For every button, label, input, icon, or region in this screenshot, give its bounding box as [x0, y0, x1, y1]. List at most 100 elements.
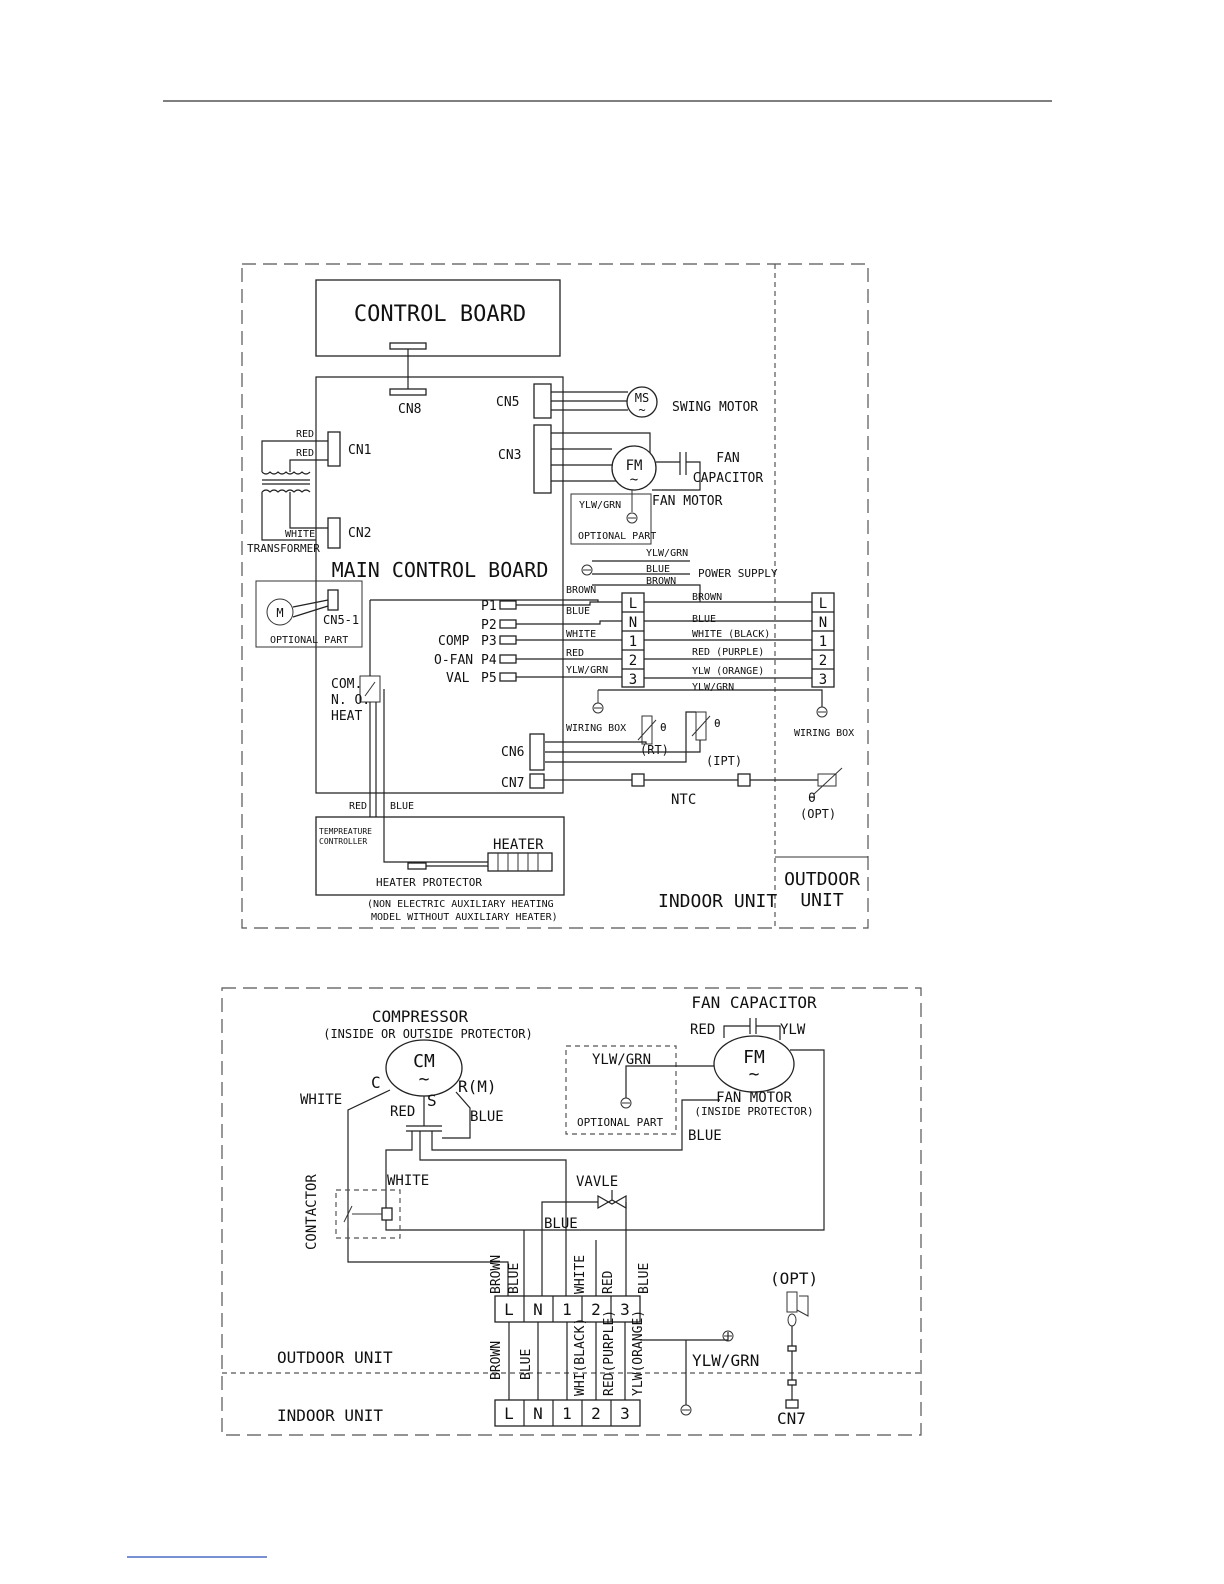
svg-text:YLW: YLW — [780, 1022, 806, 1038]
cn5-1-label: CN5-1 — [323, 613, 359, 627]
outdoor-unit-label: OUTDOOR UNIT — [277, 1348, 393, 1367]
svg-text:P3: P3 — [481, 634, 497, 649]
svg-text:OPTIONAL PART: OPTIONAL PART — [578, 531, 656, 542]
cn5-label: CN5 — [496, 395, 519, 410]
svg-text:1: 1 — [562, 1404, 572, 1423]
transformer-label: TRANSFORMER — [247, 542, 320, 555]
contactor-box — [335, 1189, 401, 1239]
svg-text:2: 2 — [629, 653, 637, 669]
svg-text:L: L — [504, 1300, 514, 1319]
svg-text:BROWN: BROWN — [646, 576, 676, 587]
svg-text:RED: RED — [566, 648, 584, 659]
svg-text:YLW/GRN: YLW/GRN — [592, 1052, 651, 1068]
svg-text:YLW/GRN: YLW/GRN — [692, 682, 734, 693]
svg-text:P2: P2 — [481, 618, 497, 633]
ground-icon — [816, 706, 828, 718]
svg-text:VAL: VAL — [446, 671, 470, 686]
indoor-frame — [241, 263, 869, 929]
svg-text:YLW/GRN: YLW/GRN — [646, 548, 688, 559]
cn8-lower-connector — [389, 388, 427, 396]
svg-text:BLUE: BLUE — [470, 1109, 504, 1125]
cn6-label: CN6 — [501, 745, 524, 760]
cn3-connector — [533, 424, 552, 494]
control-board-box — [315, 279, 561, 357]
svg-text:2: 2 — [591, 1404, 601, 1423]
main-control-board-label: MAIN CONTROL BOARD — [332, 558, 549, 582]
main-control-board-outline — [315, 376, 564, 794]
cn7-label: CN7 — [501, 776, 524, 791]
svg-text:TEMPREATURE: TEMPREATURE — [319, 827, 372, 836]
fm-label: FM — [743, 1047, 765, 1068]
svg-text:P1: P1 — [481, 599, 497, 614]
outdoor-label: OUTDOOR — [784, 869, 860, 890]
indoor-unit-label: INDOOR UNIT — [658, 891, 777, 912]
opt-sensor — [817, 773, 837, 787]
fan-label: FAN — [716, 451, 739, 466]
opt-sensor — [786, 1291, 798, 1313]
ipt-sensor — [695, 711, 707, 741]
cn5-connector — [533, 383, 552, 419]
heater-protector — [407, 862, 427, 870]
svg-text:RED: RED — [690, 1022, 715, 1038]
valve-label: VAVLE — [576, 1174, 618, 1190]
svg-text:O-FAN: O-FAN — [434, 653, 473, 668]
svg-text:OPTIONAL PART: OPTIONAL PART — [270, 635, 348, 646]
svg-text:2: 2 — [591, 1300, 601, 1319]
opt-label: (OPT) — [800, 807, 836, 821]
svg-text:1: 1 — [562, 1300, 572, 1319]
svg-text:CONTROLLER: CONTROLLER — [319, 837, 367, 846]
svg-text:YLW(ORANGE): YLW(ORANGE) — [631, 1310, 646, 1396]
svg-text:RED: RED — [601, 1270, 616, 1294]
svg-text:P5: P5 — [481, 671, 497, 686]
svg-text:3: 3 — [629, 672, 637, 688]
transformer-coil-bottom — [261, 489, 311, 493]
svg-text:2: 2 — [819, 653, 827, 669]
svg-text:R(M): R(M) — [458, 1077, 497, 1096]
svg-text:YLW/GRN: YLW/GRN — [566, 665, 608, 676]
svg-text:3: 3 — [620, 1404, 630, 1423]
svg-text:OPTIONAL PART: OPTIONAL PART — [577, 1116, 663, 1129]
fan-capacitor-symbol — [652, 452, 701, 491]
cn5-1-connector — [327, 589, 339, 611]
swing-motor-label: SWING MOTOR — [672, 400, 758, 415]
control-board-label: CONTROL BOARD — [354, 302, 526, 327]
ground-icon — [722, 1330, 734, 1342]
fm-label: FM — [626, 458, 643, 474]
svg-text:BLUE: BLUE — [544, 1216, 578, 1232]
svg-text:BROWN: BROWN — [692, 592, 722, 603]
svg-text:WHITE (BLACK): WHITE (BLACK) — [692, 629, 770, 640]
fan-motor-symbol — [611, 445, 657, 491]
rt-label: (RT) — [640, 743, 669, 757]
outdoor-frame — [221, 987, 922, 1436]
svg-text:RED: RED — [390, 1104, 415, 1120]
svg-text:UNIT: UNIT — [800, 890, 844, 911]
svg-text:BLUE: BLUE — [566, 606, 590, 617]
svg-text:BLUE: BLUE — [519, 1349, 534, 1380]
fan-capacitor-symbol — [723, 1018, 781, 1040]
optional-ground-box — [565, 1045, 677, 1135]
indoor-terminal-block — [494, 1399, 641, 1427]
svg-text:YLW/GRN: YLW/GRN — [579, 500, 621, 511]
svg-text:WHI(BLACK): WHI(BLACK) — [573, 1318, 588, 1396]
ms-label: MS — [635, 391, 649, 405]
svg-text:WHITE: WHITE — [566, 629, 596, 640]
svg-text:WHITE: WHITE — [573, 1255, 588, 1294]
svg-text:BLUE: BLUE — [692, 614, 716, 625]
svg-text:M: M — [276, 606, 283, 620]
cn7-connector — [529, 773, 545, 789]
cn1-connector — [327, 431, 341, 467]
optional-motor-icon — [266, 598, 294, 626]
svg-text:BLUE: BLUE — [507, 1263, 522, 1294]
ylw-grn-label: YLW/GRN — [692, 1351, 759, 1370]
svg-text:WHITE: WHITE — [285, 529, 315, 540]
opt-label: (OPT) — [770, 1269, 818, 1288]
svg-text:3: 3 — [819, 672, 827, 688]
svg-text:1: 1 — [629, 634, 637, 650]
svg-text:θ: θ — [714, 717, 721, 730]
svg-text:BROWN: BROWN — [566, 585, 596, 596]
svg-text:C: C — [371, 1073, 381, 1092]
capacitor-label: CAPACITOR — [693, 471, 764, 486]
ipt-label: (IPT) — [706, 754, 742, 768]
note-line-1: (NON ELECTRIC AUXILIARY HEATING — [367, 899, 554, 910]
